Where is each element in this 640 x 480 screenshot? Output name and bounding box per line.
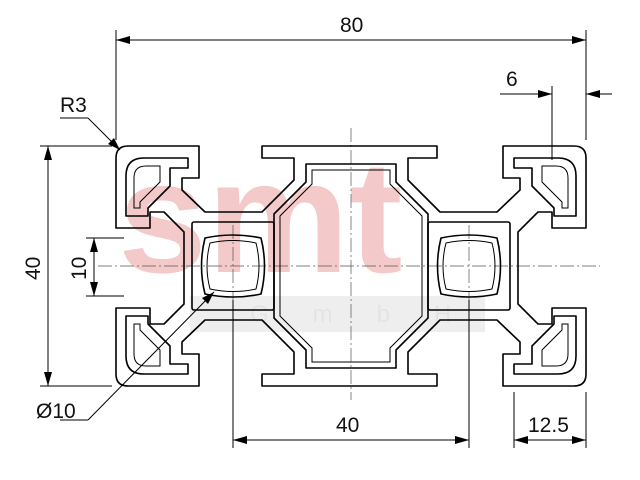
center-lines: [98, 128, 600, 400]
dimension-lines: [40, 30, 612, 448]
arrows-6: [538, 90, 600, 98]
watermark-brand: smt: [118, 127, 403, 306]
label-center-40: 40: [336, 414, 359, 437]
corner-chamber-bottom-right-inner: [541, 323, 569, 367]
outer-contour: [115, 145, 587, 387]
dimension-labels: 80 6 R3 40 10 40 Ø10 12.5: [22, 14, 569, 437]
left-core-bore-inner: [206, 240, 260, 292]
label-radius-r3: R3: [60, 94, 87, 117]
arrows-10: [90, 238, 98, 296]
label-edge-12-5: 12.5: [528, 414, 569, 437]
label-slot-10: 10: [68, 257, 91, 280]
arrow-d10: [202, 292, 214, 304]
corner-chamber-bottom-left: [125, 315, 189, 375]
corner-chamber-top-left-inner: [133, 165, 161, 209]
left-core-bore: [200, 234, 266, 298]
center-chamber: [273, 163, 429, 369]
watermark-band: [190, 296, 485, 332]
watermark-sub: GmbH: [250, 301, 495, 328]
corner-chambers: [125, 157, 577, 375]
right-core-bore-inner: [442, 240, 496, 292]
label-width-80: 80: [340, 14, 363, 37]
right-core-bore: [436, 234, 502, 298]
corner-chamber-top-right: [513, 157, 577, 217]
arrow-r3: [108, 138, 120, 150]
label-offset-6: 6: [506, 68, 518, 91]
center-chamber-inner: [279, 169, 423, 363]
corner-chamber-bottom-right: [513, 315, 577, 375]
label-height-40: 40: [22, 257, 45, 280]
leader-d10-diagonal: [87, 291, 215, 421]
corner-chamber-bottom-left-inner: [133, 323, 161, 367]
corner-chamber-top-left: [125, 157, 189, 217]
label-hole-d10: Ø10: [36, 400, 76, 423]
profile-outline: [115, 145, 587, 387]
corner-chamber-top-right-inner: [541, 165, 569, 209]
watermark: smt GmbH: [118, 127, 495, 332]
